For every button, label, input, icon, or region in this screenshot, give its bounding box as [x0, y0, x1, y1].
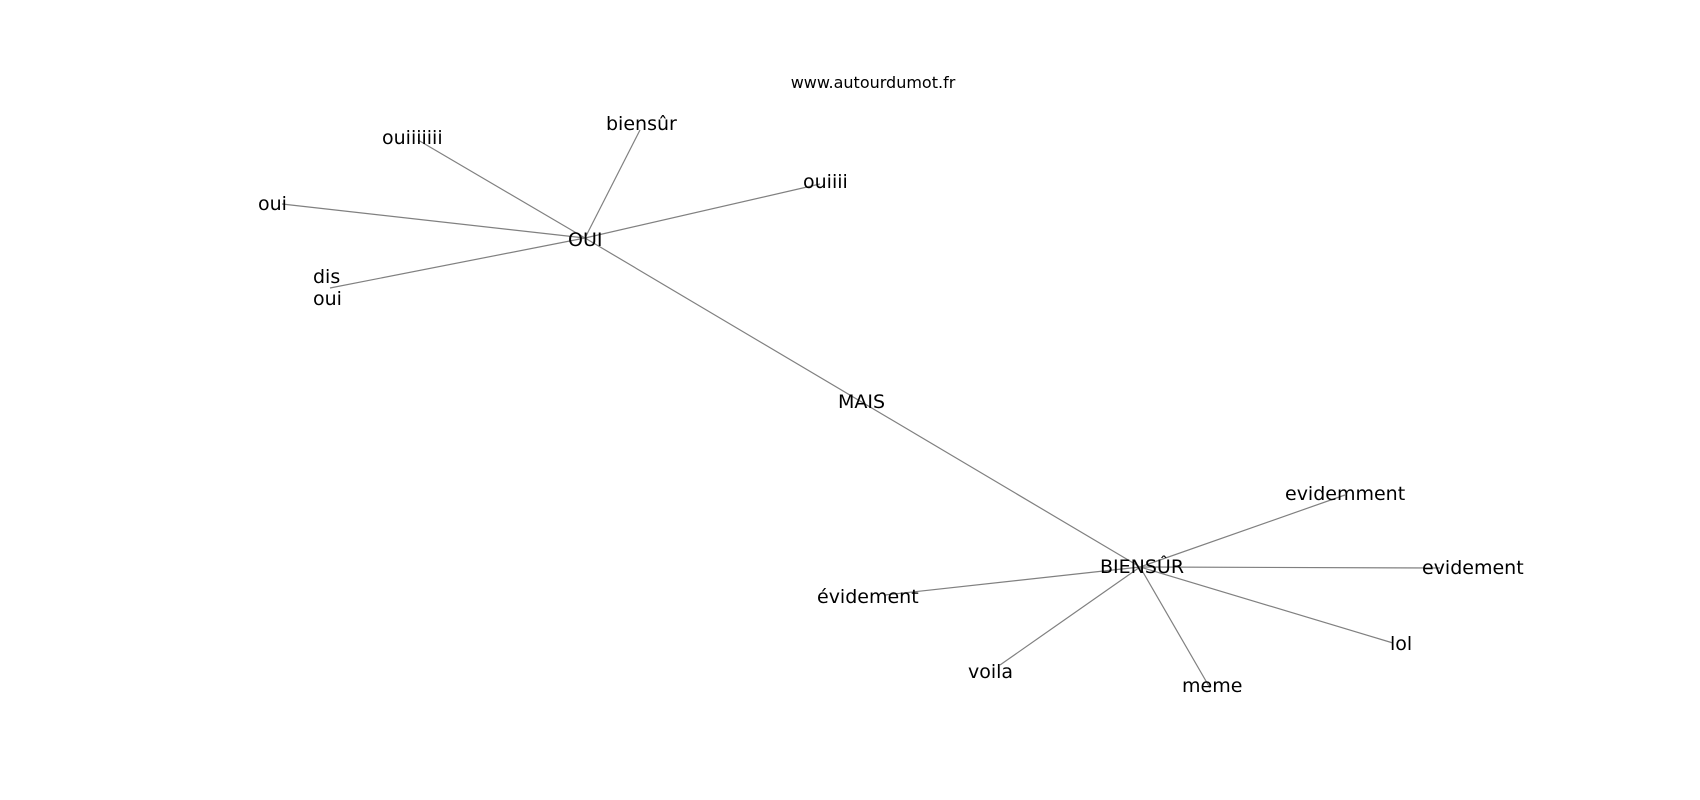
- node-mais: MAIS: [838, 391, 885, 413]
- node-ouiiii: ouiiii: [803, 171, 848, 193]
- edge-oui_hub-oui: [281, 203, 586, 239]
- edge-biensur_hub-lol: [1139, 566, 1394, 644]
- edge-oui_hub-biensur: [584, 129, 641, 239]
- node-evidement-accent: évidement: [817, 586, 919, 608]
- graph-edges: [281, 129, 1441, 689]
- node-lol: lol: [1390, 633, 1412, 655]
- node-oui: oui: [258, 193, 287, 215]
- node-meme: meme: [1182, 675, 1242, 697]
- edge-oui_hub-dis_oui: [329, 237, 586, 289]
- edge-biensur_hub-evidemment: [1139, 494, 1346, 568]
- edge-oui_hub-ouiiii: [584, 183, 821, 239]
- edge-biensur_hub-voila: [999, 566, 1141, 666]
- node-evidemment: evidemment: [1285, 483, 1405, 505]
- node-ouiiiiiii: ouiiiiiii: [382, 127, 443, 149]
- edge-oui_hub-ouiiiiiii: [417, 139, 586, 239]
- edge-biensur_hub-evidement_accent: [884, 566, 1141, 596]
- edge-biensur_hub-evidement: [1139, 566, 1441, 569]
- edge-oui_hub-biensur_hub: [584, 237, 1141, 568]
- node-evidement: evidement: [1422, 557, 1524, 579]
- edge-biensur_hub-meme: [1139, 566, 1211, 689]
- node-oui-hub: OUI: [568, 229, 602, 251]
- graph-nodes: OUI MAIS BIENSÛR ouiiiiiii biensûr ouiiii oui d…: [258, 113, 1524, 697]
- node-biensur-hub: BIENSÛR: [1100, 554, 1184, 578]
- node-biensur: biensûr: [606, 113, 677, 135]
- node-voila: voila: [968, 661, 1013, 683]
- source-watermark: www.autourdumot.fr: [791, 73, 956, 92]
